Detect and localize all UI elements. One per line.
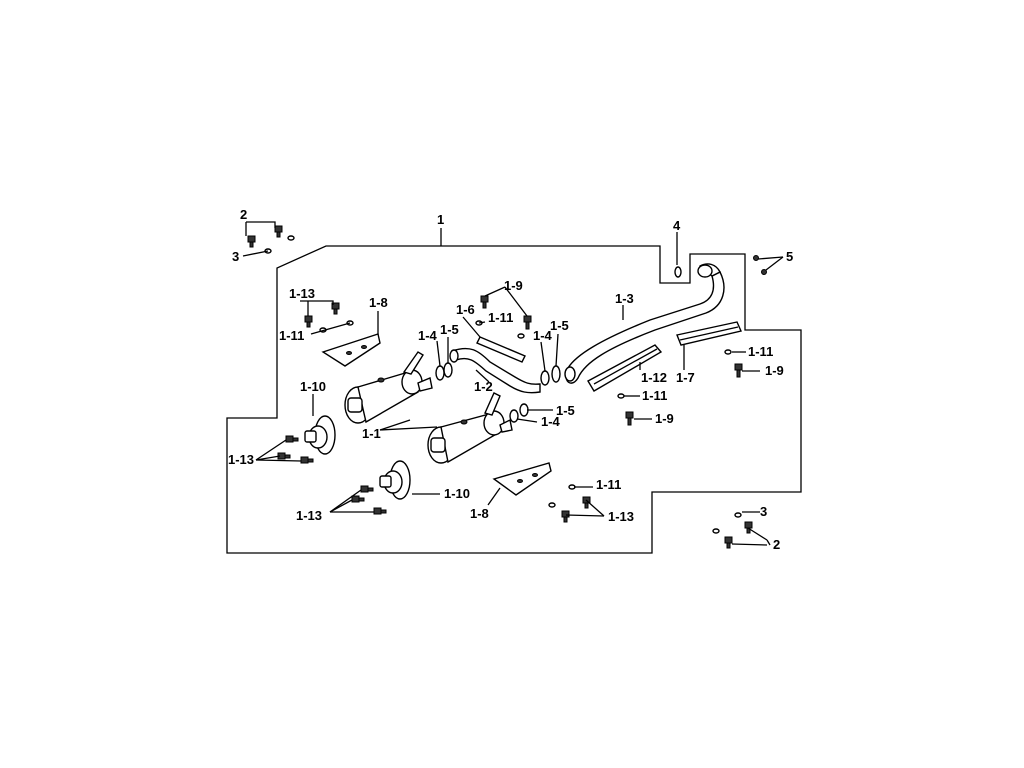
nut-5-a <box>753 255 759 261</box>
label-pipe-guard: 1-6 <box>456 302 475 317</box>
label-nut-5: 5 <box>786 249 793 264</box>
screw-1-13-b <box>304 315 313 328</box>
label-gasket-4: 4 <box>673 218 681 233</box>
gasket-ring-6 <box>519 403 529 417</box>
heat-shield-7 <box>676 321 742 346</box>
label-bolt-1-9-right: 1-9 <box>765 363 784 378</box>
bolt-1-9-right <box>734 363 743 378</box>
screw-1-13-f <box>360 485 374 493</box>
front-pipe <box>564 263 725 384</box>
nut-5-b <box>761 269 767 275</box>
label-gasket-1-5-left: 1-5 <box>440 322 459 337</box>
mid-pipe <box>449 347 541 394</box>
label-heat-shield-7: 1-7 <box>676 370 695 385</box>
screw-1-13-c <box>285 435 299 443</box>
label-screw-1-13-top: 1-13 <box>289 286 315 301</box>
bolt-2-bottom-b <box>724 536 733 549</box>
label-gasket-1-5-mid: 1-5 <box>550 318 569 333</box>
bolt-2-top-a <box>274 225 283 238</box>
assembly-boundary <box>226 245 802 554</box>
label-main-assembly: 1 <box>437 212 444 227</box>
washer-1-11-b <box>517 333 525 339</box>
screw-1-13-e <box>300 456 314 464</box>
label-heat-shield-12: 1-12 <box>641 370 667 385</box>
label-clamp-1-4-mid: 1-4 <box>533 328 553 343</box>
label-bolt-2-top: 2 <box>240 207 247 222</box>
label-end-cap-lower: 1-10 <box>444 486 470 501</box>
label-washer-1-11-right: 1-11 <box>748 344 773 359</box>
muffler-lower <box>427 392 513 464</box>
label-gasket-1-5-lower: 1-5 <box>556 403 575 418</box>
bolt-1-9-middle <box>625 411 634 426</box>
gasket-ring-1 <box>435 365 445 381</box>
gasket-ring-5 <box>509 409 519 423</box>
bolt-2-bottom-a <box>744 521 753 534</box>
leader-lines <box>242 221 784 546</box>
gasket-4-part <box>674 266 682 278</box>
label-screw-1-13-lower-left: 1-13 <box>296 508 322 523</box>
washer-1-11-f <box>617 393 625 399</box>
label-clamp-1-4-lower: 1-4 <box>541 414 561 429</box>
end-cap-lower <box>379 460 411 500</box>
label-bolt-1-9-middle: 1-9 <box>655 411 674 426</box>
label-end-cap-upper: 1-10 <box>300 379 326 394</box>
heat-shield-12 <box>587 344 663 392</box>
label-mid-pipe: 1-2 <box>474 379 493 394</box>
label-bolt-1-9-top: 1-9 <box>504 278 523 293</box>
washer-3-bottom-b <box>734 512 742 518</box>
label-bracket-lower: 1-8 <box>470 506 489 521</box>
label-screw-1-13-left: 1-13 <box>228 452 254 467</box>
label-muffler: 1-1 <box>362 426 381 441</box>
bolt-1-9-top-right <box>523 315 532 330</box>
gasket-ring-4 <box>551 365 561 383</box>
screw-1-13-g <box>351 495 365 503</box>
label-washer-3-top: 3 <box>232 249 239 264</box>
bracket-lower <box>492 462 552 496</box>
label-front-pipe: 1-3 <box>615 291 634 306</box>
bracket-upper <box>321 333 381 367</box>
label-bolt-2-bottom: 2 <box>773 537 780 552</box>
washer-1-11-e <box>724 349 732 355</box>
muffler-upper <box>344 351 433 424</box>
label-washer-1-11-left: 1-11 <box>279 328 304 343</box>
label-clamp-1-4-left: 1-4 <box>418 328 438 343</box>
label-bracket-upper: 1-8 <box>369 295 388 310</box>
screw-1-13-j <box>561 510 570 523</box>
screw-1-13-a <box>331 302 340 315</box>
gasket-ring-3 <box>540 370 550 386</box>
label-washer-1-11-middle: 1-11 <box>642 388 667 403</box>
gasket-ring-2 <box>443 362 453 378</box>
pipe-guard <box>476 336 526 363</box>
label-screw-1-13-lower-right: 1-13 <box>608 509 634 524</box>
bolt-2-top-b <box>247 235 256 248</box>
washer-1-11-g <box>548 502 556 508</box>
end-cap-upper <box>304 415 336 455</box>
screw-1-13-h <box>373 507 387 515</box>
label-washer-3-bottom: 3 <box>760 504 767 519</box>
washer-3-bottom-a <box>712 528 720 534</box>
bolt-1-9-top-left <box>480 295 489 309</box>
label-washer-1-11-top: 1-11 <box>488 310 513 325</box>
washer-3-top-b <box>287 235 295 241</box>
label-washer-1-11-lower: 1-11 <box>596 477 621 492</box>
